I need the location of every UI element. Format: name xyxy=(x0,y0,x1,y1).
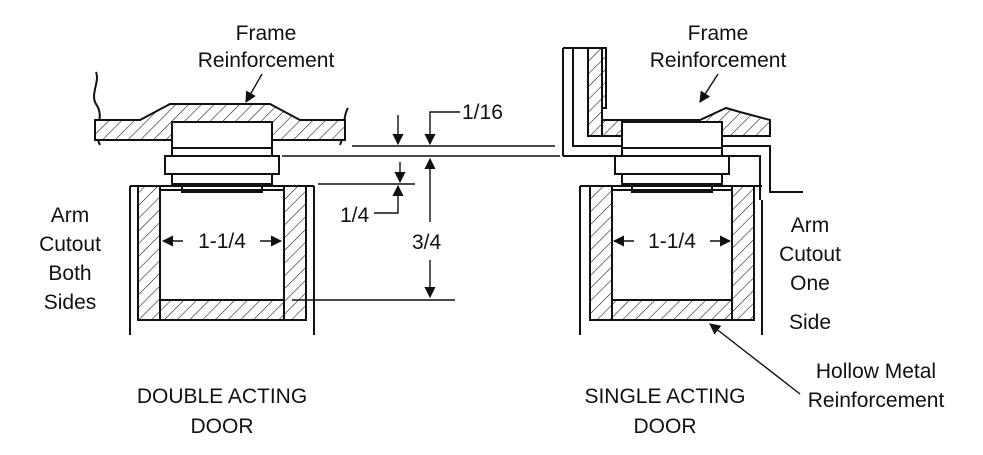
label-arm-cutout-one-4: Side xyxy=(789,311,831,334)
dimension-lines: 1/16 1/4 3/4 xyxy=(282,101,560,301)
width-dimension-left: 1-1/4 xyxy=(198,230,246,253)
pivot-base xyxy=(181,183,263,193)
label-single-acting-2: DOOR xyxy=(634,415,697,438)
mounting-shim xyxy=(171,147,273,157)
pivot-disc-right xyxy=(614,155,730,175)
mounting-block-top xyxy=(171,121,273,149)
label-hollow-metal-1: Hollow Metal xyxy=(816,360,936,383)
door-bottom-plate-right xyxy=(611,299,733,321)
single-acting-door-assembly: 1-1/4 xyxy=(245,47,803,395)
dim-label-3-4: 3/4 xyxy=(412,231,442,254)
label-frame-left-1: Frame xyxy=(236,22,297,45)
width-dimension-right: 1-1/4 xyxy=(648,230,696,253)
pivot-disc xyxy=(164,155,280,175)
leader-frame-reinforcement-right xyxy=(699,73,719,103)
label-hollow-metal-2: Reinforcement xyxy=(808,389,945,412)
label-arm-cutout-both-1: Arm xyxy=(51,204,90,227)
label-frame-right-1: Frame xyxy=(688,22,749,45)
dim-label-1-16: 1/16 xyxy=(462,101,503,124)
label-arm-cutout-one-1: Arm xyxy=(791,214,830,237)
leader-frame-reinforcement-left xyxy=(245,73,263,103)
mounting-shim-right xyxy=(621,147,723,157)
label-arm-cutout-one-3: One xyxy=(790,272,830,295)
frame-outer-line-2 xyxy=(572,48,803,193)
frame-post xyxy=(587,47,603,137)
label-double-acting-1: DOUBLE ACTING xyxy=(137,385,307,408)
mounting-block-top-right xyxy=(621,121,723,149)
double-acting-door-assembly: 1-1/4 xyxy=(93,71,349,335)
labels: Frame Reinforcement Frame Reinforcement … xyxy=(39,22,944,438)
pivot-shoulder-right xyxy=(621,173,723,185)
dim-label-1-4: 1/4 xyxy=(340,204,370,227)
label-frame-right-2: Reinforcement xyxy=(650,49,787,72)
label-single-acting-1: SINGLE ACTING xyxy=(584,385,745,408)
leader-hollow-metal xyxy=(709,323,801,395)
label-arm-cutout-both-4: Sides xyxy=(44,291,97,314)
door-bottom-plate xyxy=(159,299,285,321)
leader-1-4 xyxy=(374,188,399,214)
pivot-base-right xyxy=(631,183,713,193)
label-frame-left-2: Reinforcement xyxy=(198,49,335,72)
label-double-acting-2: DOOR xyxy=(191,415,254,438)
door-wall-right-right xyxy=(731,185,755,321)
leader-1-16 xyxy=(429,111,460,140)
label-arm-cutout-both-3: Both xyxy=(48,262,91,285)
label-arm-cutout-one-2: Cutout xyxy=(779,243,841,266)
label-arm-cutout-both-2: Cutout xyxy=(39,233,101,256)
pivot-shoulder xyxy=(171,173,273,185)
door-wall-left xyxy=(137,185,161,321)
door-wall-left-right xyxy=(589,185,613,321)
